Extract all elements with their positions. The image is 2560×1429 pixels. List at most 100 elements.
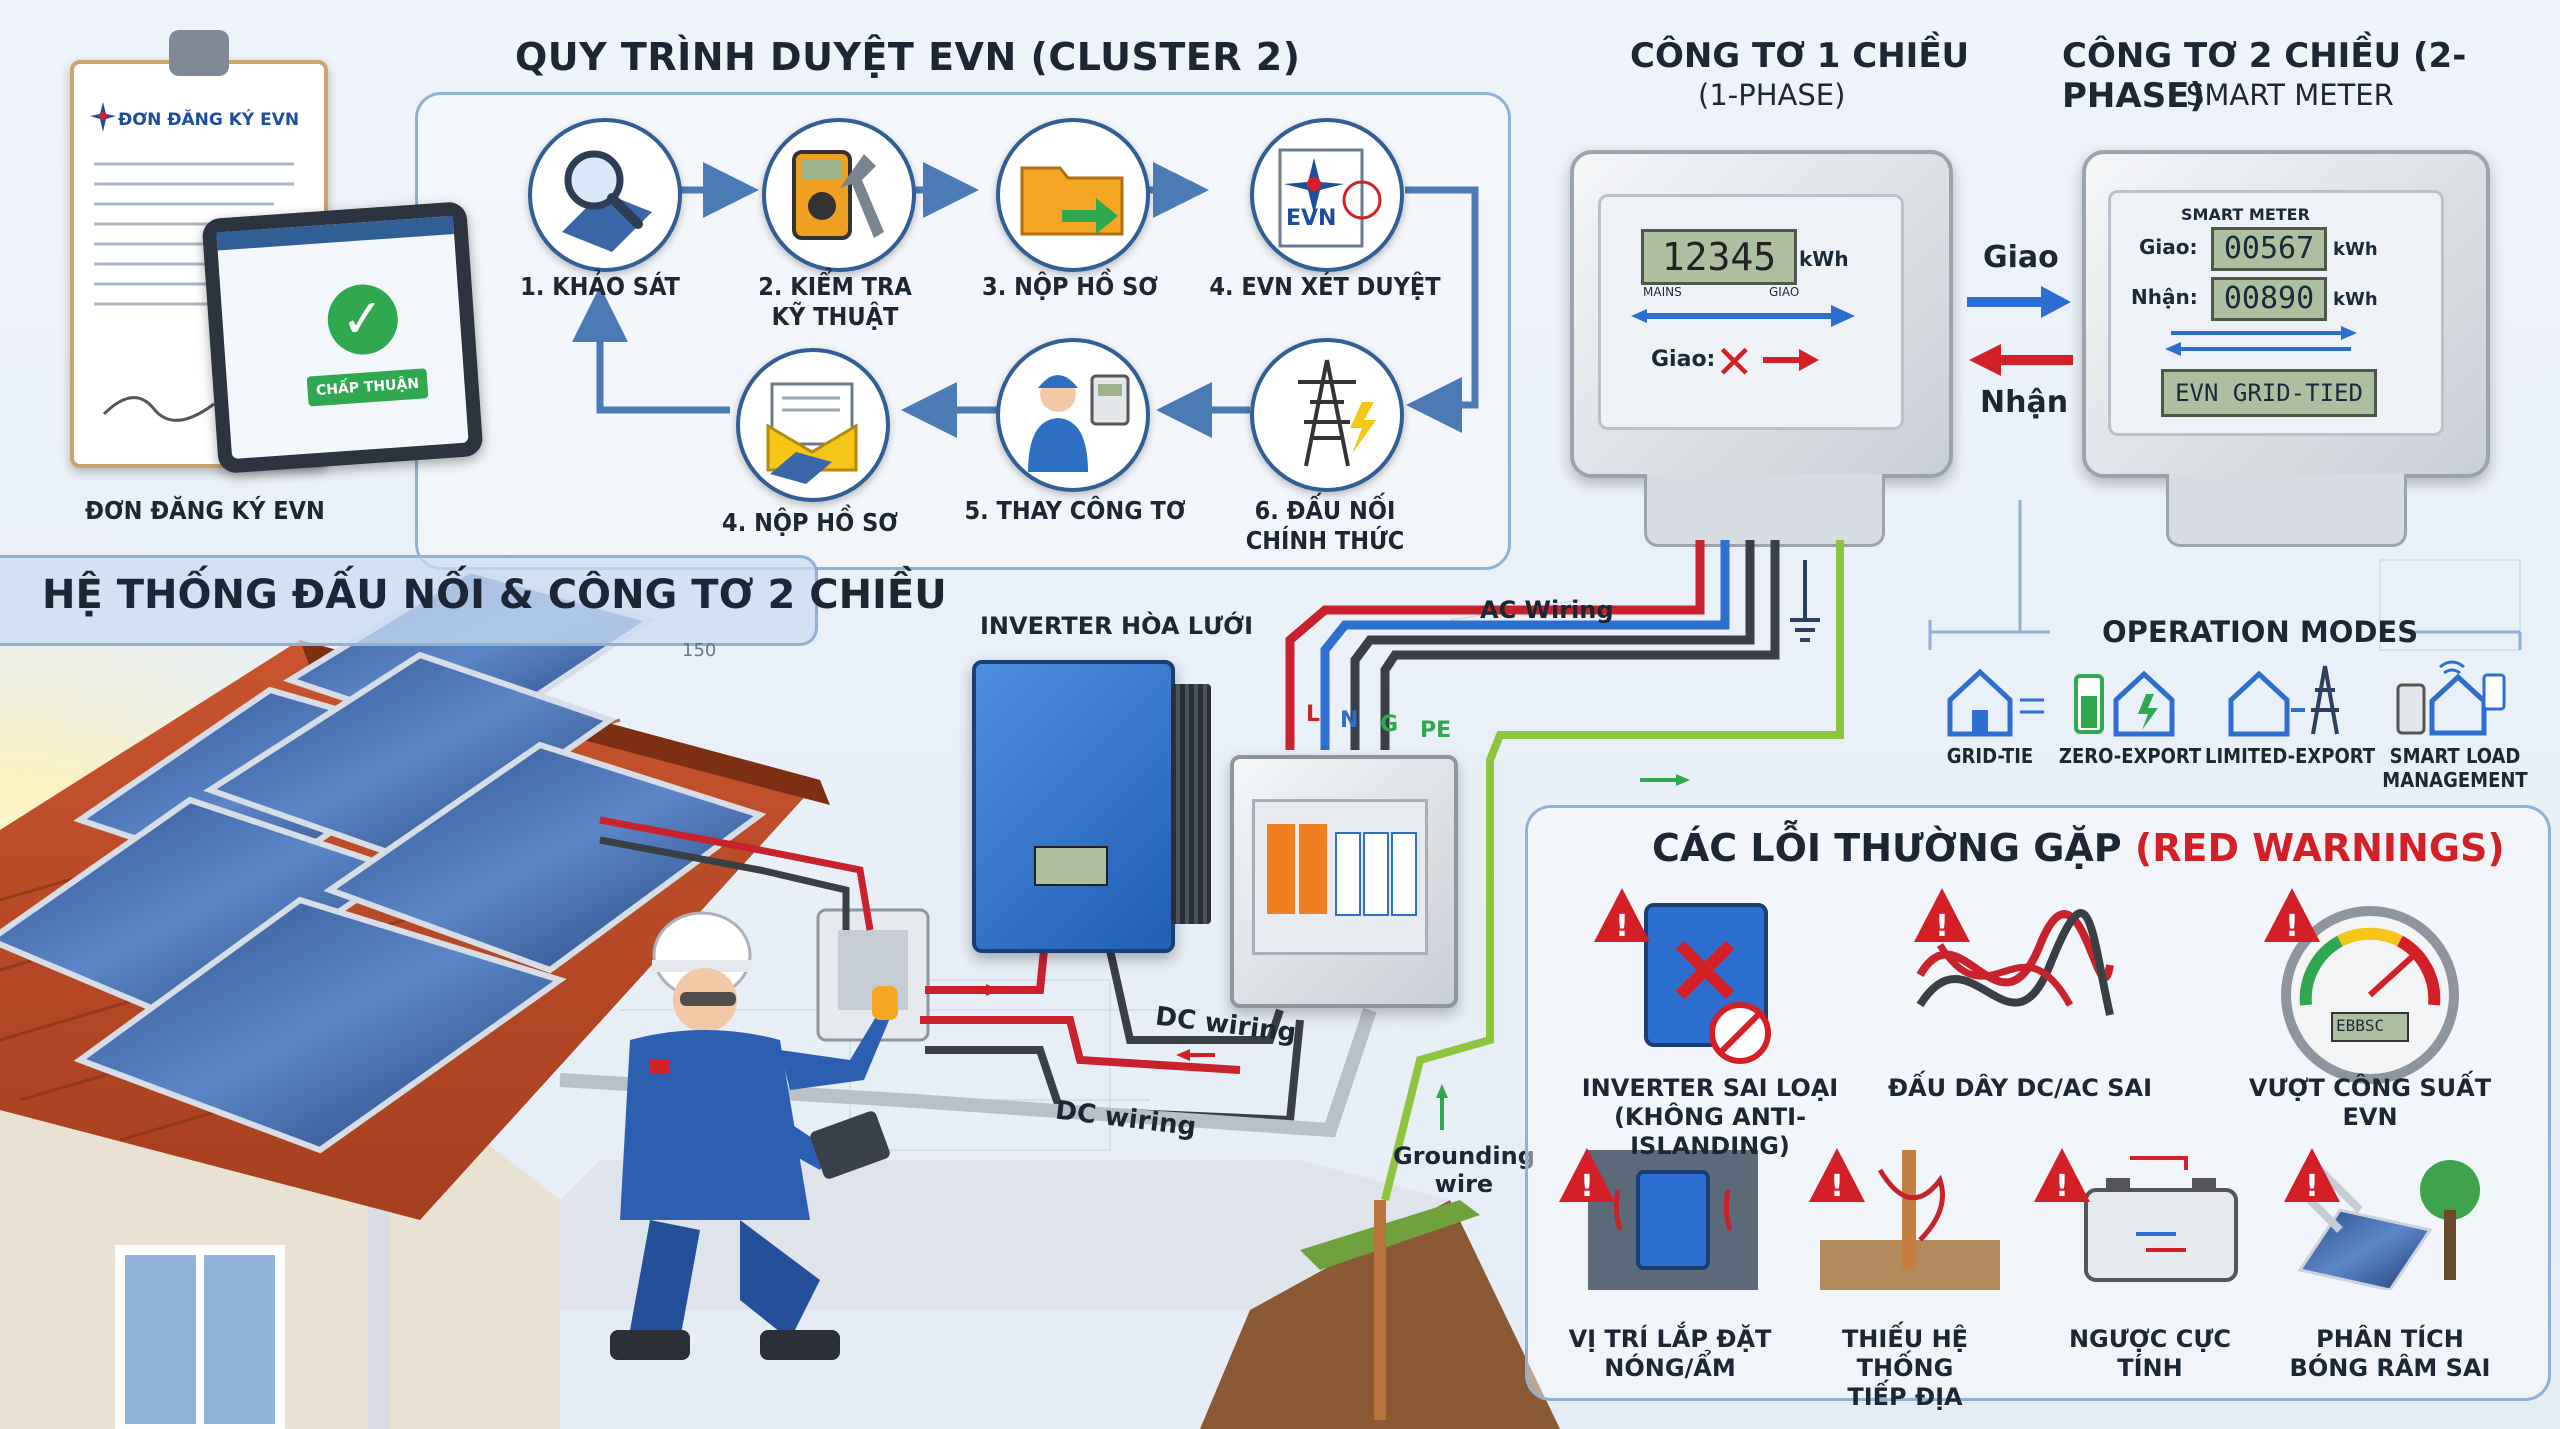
pylon-icon [1298,359,1376,467]
two-way-nhan-value: 00890 [2211,277,2327,321]
two-way-meter-terminal [2166,474,2407,547]
spd-module [1267,824,1295,914]
warnings-title: CÁC LỖI THƯỜNG GẶP (RED WARNINGS) [1652,826,2505,870]
envelope-panel-icon [766,382,858,484]
step-resubmit-circle[interactable] [736,348,890,502]
one-way-meter-giao-label: Giao: [1651,347,1716,372]
mode-label-limited-export: LIMITED-EXPORT [2205,744,2375,768]
svg-text:!: ! [1580,1169,1594,1204]
warnings-title-main: CÁC LỖI THƯỜNG GẶP [1652,826,2135,870]
step-connect-circle[interactable] [1250,338,1404,492]
breaker-window [1252,799,1428,955]
one-way-meter-display: 12345 [1641,229,1797,285]
one-way-meter-terminal [1644,474,1885,547]
svg-text:!: ! [2285,909,2299,944]
one-way-meter[interactable]: 12345 kWh MAINS GIAO Giao: ✕ [1570,150,1953,547]
mode-label-grid-tie: GRID-TIE [1946,744,2034,768]
power-gauge-icon [2281,906,2459,1084]
clipboard-clip [169,30,229,76]
inverter-label: INVERTER HÒA LƯỚI [980,612,1253,640]
two-way-meter-subtitle: SMART METER [2186,78,2394,112]
step-evn-review-circle[interactable]: EVN [1250,118,1404,272]
step-submit-circle[interactable] [996,118,1150,272]
battery-house-icon [2074,670,2175,737]
magnifier-icon [562,150,652,252]
svg-text:!: ! [1830,1169,1844,1204]
step-label-4b: 4. NỘP HỒ SƠ [722,508,898,537]
operation-modes-bracket [1928,500,2522,650]
step-label-4: 4. EVN XÉT DUYỆT [1209,272,1441,301]
hot-humid-location-icon [1588,1150,1758,1290]
step-technical-circle[interactable] [762,118,916,272]
gauge-readout: EBBSC [2336,1016,2385,1035]
warning-label-6: NGƯỢC CỰC TÍNH [2068,1325,2232,1382]
spd-module-2 [1299,824,1327,914]
house-tower-icon [2228,665,2339,737]
two-way-mode-display: EVN GRID-TIED [2161,369,2377,417]
smart-home-icon [2396,660,2506,736]
multimeter-icon [792,150,884,240]
breaker-3[interactable] [1391,832,1417,916]
missing-grounding-icon [1820,1150,2000,1290]
ac-wiring-label: AC Wiring [1480,596,1614,624]
giao-label: Giao [1983,240,2059,275]
evn-logo-text: EVN [1286,206,1337,231]
svg-text:!: ! [2305,1169,2319,1204]
two-way-giao-unit: kWh [2333,239,2378,260]
one-way-meter-title: CÔNG TƠ 1 CHIỀU [1630,36,1970,76]
nhan-label: Nhận [1980,385,2069,420]
application-caption: ĐƠN ĐĂNG KÝ EVN [85,496,325,525]
step-label-5: 5. THAY CÔNG TƠ [964,496,1186,525]
operation-modes-title: OPERATION MODES [2102,615,2419,649]
form-title: ĐƠN ĐĂNG KÝ EVN [118,110,300,130]
svg-text:!: ! [1935,909,1949,944]
ruler-label: 150 [682,640,717,661]
technician-icon [1028,374,1130,472]
wire-l-label: L [1306,702,1321,727]
two-way-meter-display-title: SMART METER [2181,205,2310,224]
breaker-2[interactable] [1363,832,1389,916]
two-way-giao-label: Giao: [2139,235,2198,259]
folder-icon [1020,166,1124,236]
svg-text:!: ! [2055,1169,2069,1204]
two-way-giao-value: 00567 [2211,227,2327,271]
two-way-meter-face: SMART METER Giao: 00567 kWh Nhận: 00890 … [2108,190,2444,436]
two-way-meter[interactable]: SMART METER Giao: 00567 kWh Nhận: 00890 … [2082,150,2490,547]
breaker-box[interactable] [1230,755,1458,1008]
warning-label-3: VƯỢT CÔNG SUẤT EVN [2248,1074,2492,1131]
two-way-meter-title: CÔNG TƠ 2 CHIỀU (2-PHASE) [2062,36,2467,116]
blue-double-arrow-icon [1631,305,1855,327]
step-label-1: 1. KHẢO SÁT [520,272,680,301]
inverter-display [1034,846,1108,886]
shading-analysis-icon [2297,1160,2480,1290]
system-title-box [0,555,818,646]
reverse-polarity-icon [2084,1156,2238,1282]
inverter[interactable] [972,660,1211,953]
warning-label-2: ĐẤU DÂY DC/AC SAI [1887,1074,2153,1102]
red-x-icon: ✕ [1715,335,1754,389]
breaker-1[interactable] [1335,832,1361,916]
step-meter-change-circle[interactable] [996,338,1150,492]
wire-g-label: G [1380,712,1399,737]
system-title: HỆ THỐNG ĐẤU NỐI & CÔNG TƠ 2 CHIỀU [42,572,947,618]
process-title: QUY TRÌNH DUYỆT EVN (CLUSTER 2) [515,35,1301,79]
tangled-wires-icon [1916,909,2114,1016]
step-label-3: 3. NỘP HỒ SƠ [982,272,1158,301]
evn-document-icon [1278,148,1382,248]
one-way-meter-mains: MAINS [1643,285,1682,299]
one-way-meter-subtitle: (1-PHASE) [1698,78,1846,112]
step-survey-circle[interactable] [528,118,682,272]
two-way-nhan-label: Nhận: [2131,285,2198,309]
svg-text:!: ! [1615,909,1629,944]
one-way-meter-unit: kWh [1799,247,1849,271]
